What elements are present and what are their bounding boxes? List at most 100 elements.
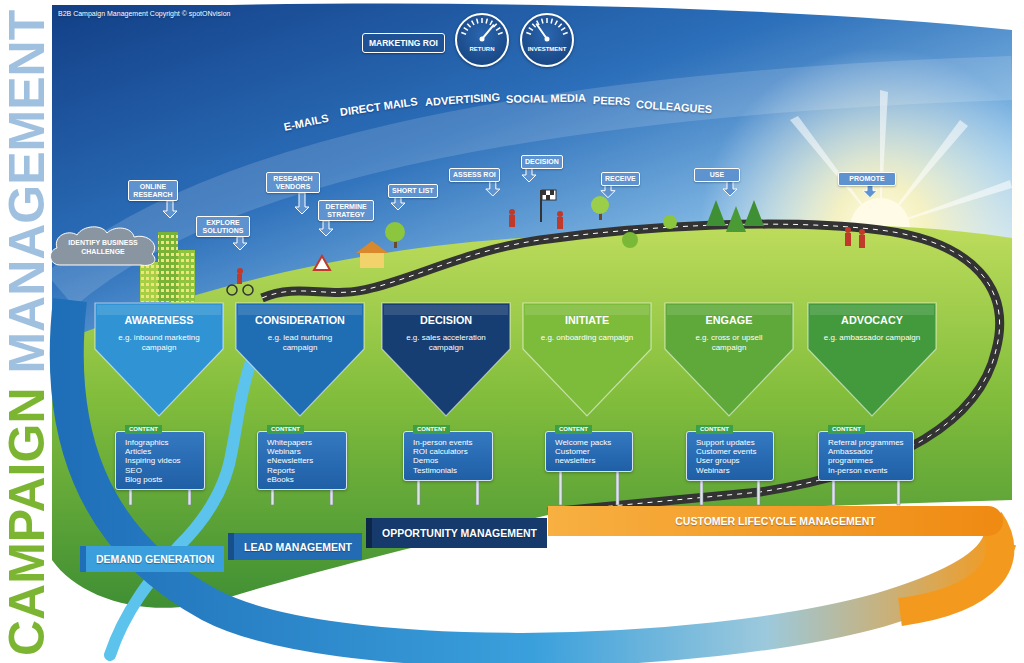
stage-example: e.g. sales acceleration campaign — [396, 333, 496, 353]
signpost-arrow — [295, 193, 309, 214]
content-item: Blog posts — [125, 475, 199, 484]
tree — [385, 222, 405, 242]
building — [140, 262, 158, 302]
vertical-title: CAMPAIGN MANAGEMENT — [2, 10, 52, 656]
step-label: DETERMINE STRATEGY — [322, 203, 370, 218]
gauge-tick — [546, 18, 548, 23]
channel-label: SOCIAL MEDIA — [506, 92, 586, 105]
gauge-tick — [532, 24, 535, 28]
sign-post — [757, 480, 760, 505]
stage-heading: DECISION — [382, 303, 510, 327]
step-label: PROMOTE — [842, 175, 892, 183]
channel-label: E-MAILS — [283, 112, 330, 133]
arrow-highlight — [667, 305, 791, 315]
stage-heading: ADVOCACY — [808, 303, 936, 327]
step-label: ONLINE RESEARCH — [132, 183, 174, 198]
house-wall — [360, 252, 384, 268]
step-label: USE — [698, 171, 736, 179]
pine-tree — [726, 206, 746, 232]
tree — [622, 232, 638, 248]
stage-heading: CONSIDERATION — [236, 303, 364, 327]
gauge-tick — [498, 32, 503, 34]
content-item: Reports — [267, 466, 341, 475]
signpost-arrow — [723, 181, 737, 196]
arrow-highlight — [97, 305, 221, 315]
band-label: OPPORTUNITY MANAGEMENT — [382, 527, 537, 539]
people — [509, 209, 865, 248]
hill — [52, 225, 1012, 608]
arrow-highlight — [238, 305, 362, 315]
gauge-tick — [561, 28, 565, 31]
content-tab: CONTENT — [828, 425, 865, 434]
step-label: EXPLORE SOLUTIONS — [200, 219, 246, 234]
content-item: ROI calculators — [413, 447, 487, 456]
stage-example: e.g. onboarding campaign — [537, 333, 637, 343]
box-label: MARKETING ROI — [369, 38, 438, 48]
content-tab: CONTENT — [696, 425, 733, 434]
process-band: DEMAND GENERATION — [80, 546, 224, 572]
content-tab: CONTENT — [125, 425, 162, 434]
sign-post — [417, 480, 420, 505]
gauge-tick — [551, 19, 552, 24]
roi-box: MARKETING ROI — [362, 33, 445, 53]
content-item: Customer events — [696, 447, 768, 456]
tree — [663, 215, 677, 229]
sign-post — [897, 480, 900, 505]
cloud-outline — [51, 227, 155, 266]
gauge-dial: INVESTMENT — [520, 13, 574, 67]
gauge-tick — [563, 32, 568, 34]
content-tab: CONTENT — [555, 425, 592, 434]
content-item: Infographics — [125, 438, 199, 447]
arrow-outline — [808, 303, 936, 416]
gauge-label: RETURN — [457, 46, 507, 53]
step-signpost: ONLINE RESEARCH — [128, 180, 178, 201]
content-sign: CONTENTReferral programmesAmbassador pro… — [818, 431, 914, 481]
gauge-hub — [545, 37, 550, 42]
building — [178, 250, 195, 302]
arrow-highlight — [810, 305, 934, 315]
content-item: Ambassador programmes — [828, 447, 908, 465]
step-label: RESEARCH VENDORS — [270, 175, 316, 190]
person-head — [859, 229, 865, 235]
band-label: CUSTOMER LIFECYCLE MANAGEMENT — [675, 515, 875, 527]
content-sign: CONTENTSupport updatesCustomer eventsUse… — [686, 431, 774, 481]
signpost-arrow — [863, 185, 877, 198]
rider — [237, 274, 242, 284]
flag-check — [542, 190, 546, 195]
content-item: Webinars — [696, 466, 768, 475]
content-sign: CONTENTInfographicsArticlesInspiring vid… — [115, 431, 205, 490]
gauge-tick — [490, 21, 492, 25]
flag-check — [546, 195, 550, 200]
content-item: Support updates — [696, 438, 768, 447]
content-item: In-person events — [828, 466, 908, 475]
stage-heading: AWARENESS — [95, 303, 223, 327]
channel-label: ADVERTISING — [425, 91, 501, 108]
person — [859, 235, 865, 248]
flag-check — [550, 190, 554, 195]
building-windows — [178, 250, 195, 302]
band-label: DEMAND GENERATION — [96, 553, 214, 565]
wheel — [227, 285, 237, 295]
person-head — [509, 209, 515, 215]
step-signpost: EXPLORE SOLUTIONS — [196, 216, 250, 237]
step-signpost: RECEIVE — [601, 172, 640, 186]
gauge-face — [522, 15, 572, 65]
step-signpost: DECISION — [521, 155, 563, 169]
content-item: eBooks — [267, 475, 341, 484]
content-item: Testimonials — [413, 466, 487, 475]
step-signpost: ASSESS ROI — [449, 168, 500, 182]
gauge-tick — [529, 28, 533, 31]
flag — [542, 190, 556, 200]
stage-arrow: ADVOCACYe.g. ambassador campaign — [808, 303, 936, 416]
sign-post — [559, 471, 562, 505]
building — [158, 232, 178, 302]
stage-arrow: INITIATEe.g. onboarding campaign — [523, 303, 651, 416]
stage-example: e.g. cross or upsell campaign — [679, 333, 779, 353]
road — [262, 224, 1000, 512]
arrow-highlight — [525, 305, 649, 315]
lifecycle-ribbon — [67, 300, 1000, 650]
signpost-arrow — [486, 181, 500, 196]
gauge-tick — [486, 19, 487, 24]
step-signpost: SHORT LIST — [388, 184, 438, 198]
content-item: Articles — [125, 447, 199, 456]
